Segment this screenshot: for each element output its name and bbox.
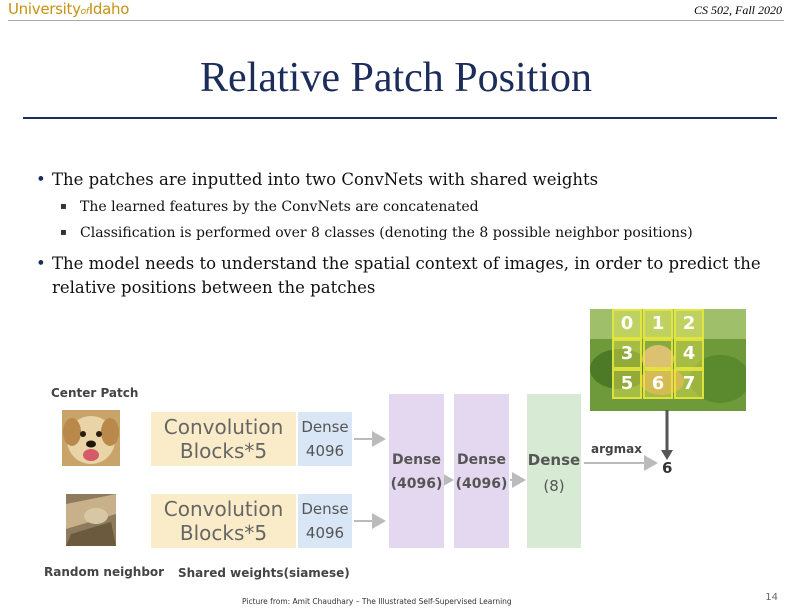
grid-cell-center [643, 339, 673, 369]
dense-purple-2: Dense (4096) [454, 394, 509, 548]
dense-4096-top: Dense 4096 [298, 412, 352, 466]
conv-line1: Convolution [151, 497, 296, 521]
grid-cell-6: 6 [643, 369, 673, 399]
dense-size: (4096) [389, 476, 444, 492]
dense-label: Dense [298, 415, 352, 439]
dense-size: (8) [527, 477, 581, 495]
dense-size: (4096) [454, 476, 509, 492]
figure-credit: Picture from: Amit Chaudhary – The Illus… [242, 597, 512, 606]
grid-cell-3: 3 [612, 339, 642, 369]
center-patch-image [62, 410, 120, 466]
shared-weights-label: Shared weights(siamese) [178, 566, 350, 580]
slide-title: Relative Patch Position [0, 54, 792, 102]
grid-cell-0: 0 [612, 309, 642, 339]
grid-cell-4: 4 [674, 339, 704, 369]
sub-bullet-1: The learned features by the ConvNets are… [80, 199, 479, 215]
argmax-label: argmax [591, 442, 642, 456]
grid-cell-1: 1 [643, 309, 673, 339]
bullet-2: The model needs to understand the spatia… [52, 252, 772, 300]
random-neighbor-label: Random neighbor [44, 565, 164, 579]
dense-size: 4096 [298, 521, 352, 545]
center-patch-label: Center Patch [51, 386, 138, 400]
title-divider [23, 117, 777, 119]
dense-label: Dense [454, 452, 509, 468]
dense-size: 4096 [298, 439, 352, 463]
page-number: 14 [765, 592, 778, 603]
grid-cell-7: 7 [674, 369, 704, 399]
conv-line2: Blocks*5 [151, 439, 296, 463]
dense-label: Dense [389, 452, 444, 468]
random-neighbor-image [66, 494, 116, 546]
conv-line1: Convolution [151, 415, 296, 439]
grid-cell-5: 5 [612, 369, 642, 399]
sub-bullet-2: Classification is performed over 8 class… [80, 225, 693, 241]
dense-purple-1: Dense (4096) [389, 394, 444, 548]
bullet-1: The patches are inputted into two ConvNe… [52, 170, 598, 189]
grid-cell-2: 2 [674, 309, 704, 339]
course-label: CS 502, Fall 2020 [694, 3, 782, 18]
conv-blocks-bottom: Convolution Blocks*5 [151, 494, 296, 548]
header-divider [8, 20, 784, 21]
dense-4096-bottom: Dense 4096 [298, 494, 352, 548]
down-arrow [660, 410, 674, 462]
dense-label: Dense [298, 497, 352, 521]
dense-label: Dense [527, 451, 581, 469]
conv-blocks-top: Convolution Blocks*5 [151, 412, 296, 466]
university-logo: UniversityofIdaho [8, 0, 129, 18]
dense-output: Dense (8) [527, 394, 581, 548]
conv-line2: Blocks*5 [151, 521, 296, 545]
